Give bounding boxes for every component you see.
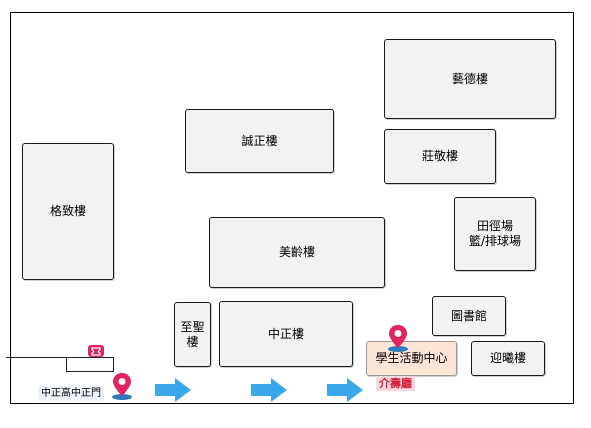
- direction-arrow-icon: [327, 378, 363, 402]
- gate-post: [66, 357, 67, 371]
- building-student-center[interactable]: 學生活動中心: [366, 341, 457, 376]
- building-library[interactable]: 圖書館: [432, 296, 506, 336]
- building-yingxi[interactable]: 迎曦樓: [471, 341, 545, 376]
- building-chengzheng-label: 誠正樓: [241, 133, 278, 148]
- building-meiling-label: 美齡樓: [278, 245, 315, 259]
- building-zhisheng-label-line1: 至聖: [180, 319, 205, 334]
- gate-label: 中正高中正門: [38, 386, 104, 401]
- building-zhongzheng[interactable]: 中正樓: [219, 301, 353, 367]
- direction-arrow-icon: [155, 378, 191, 402]
- building-gezhi[interactable]: 格致樓: [22, 143, 114, 280]
- direction-arrow-icon: [251, 378, 287, 402]
- sports-field-label-line2: 籃/排球場: [468, 234, 522, 248]
- campus-map-frame: [10, 12, 574, 404]
- building-zhongzheng-label: 中正樓: [267, 326, 304, 341]
- location-pin-icon[interactable]: [108, 371, 136, 401]
- building-zhisheng-label-line2: 樓: [186, 334, 199, 349]
- venue-label[interactable]: 介壽廳: [376, 376, 415, 391]
- building-zhisheng[interactable]: 至聖 樓: [174, 302, 211, 367]
- ticket-badge-icon: [88, 345, 104, 357]
- building-yide-label: 藝德樓: [451, 71, 488, 86]
- location-pin-icon[interactable]: [384, 323, 412, 353]
- building-yingxi-label: 迎曦樓: [489, 351, 526, 365]
- sports-field[interactable]: 田徑場 籃/排球場: [454, 197, 536, 271]
- building-chengzheng[interactable]: 誠正樓: [185, 109, 334, 173]
- sports-field-label-line1: 田徑場: [476, 219, 513, 233]
- building-student-center-label: 學生活動中心: [375, 351, 448, 365]
- building-zhuangjing[interactable]: 莊敬樓: [384, 129, 496, 184]
- building-yide[interactable]: 藝德樓: [384, 39, 556, 119]
- building-gezhi-label: 格致樓: [49, 204, 86, 218]
- gate-line: [6, 357, 114, 358]
- building-meiling[interactable]: 美齡樓: [209, 217, 385, 288]
- gate-bottom-line: [66, 371, 114, 372]
- building-library-label: 圖書館: [450, 308, 487, 323]
- building-zhuangjing-label: 莊敬樓: [421, 149, 458, 163]
- gate-right-post: [113, 357, 114, 372]
